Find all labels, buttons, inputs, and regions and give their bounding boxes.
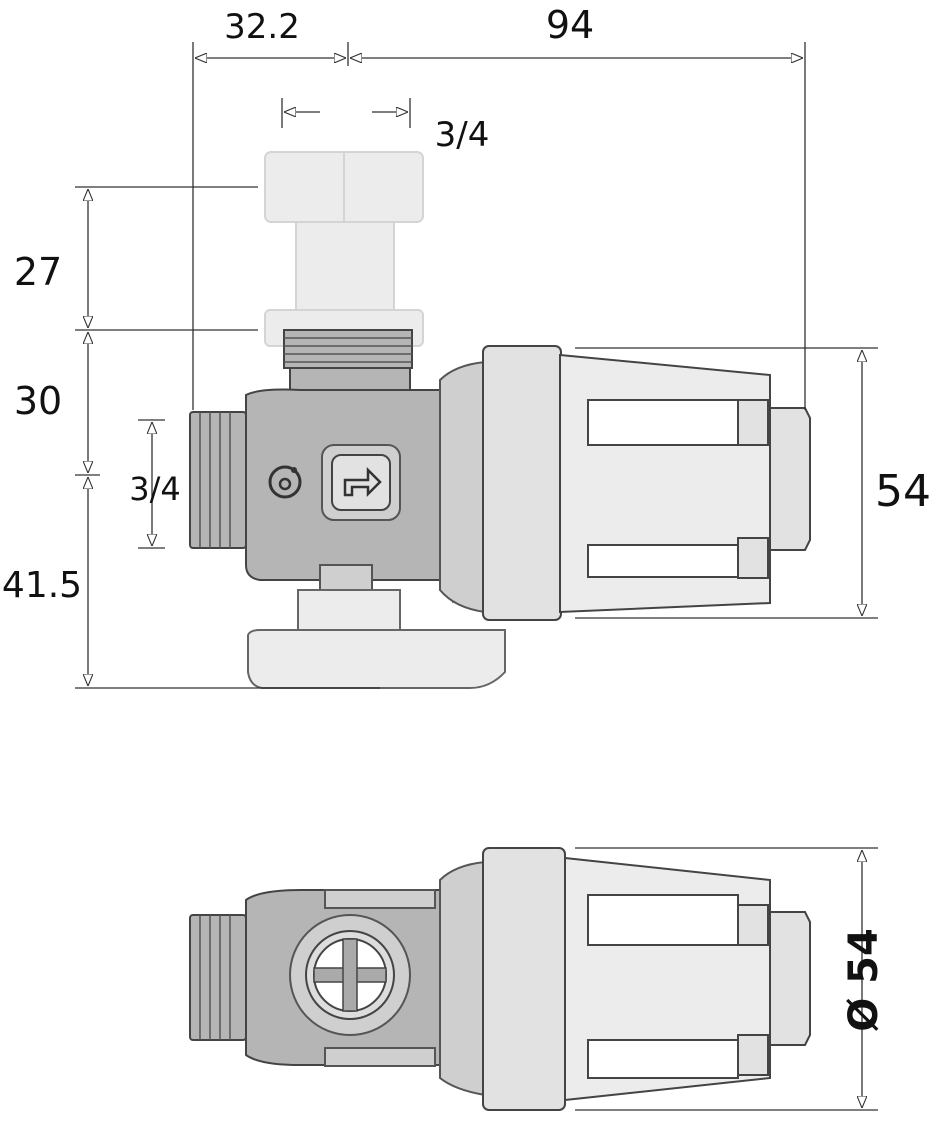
dim-top-connection: 3/4 bbox=[435, 115, 490, 155]
dim-height-middle: 30 bbox=[14, 379, 62, 423]
dim-bottom-diameter: Ø 54 bbox=[841, 928, 887, 1032]
dim-top-left-width: 32.2 bbox=[224, 7, 300, 47]
bottom-dimension-lines bbox=[575, 847, 878, 1111]
dim-side-connection: 3/4 bbox=[129, 470, 181, 508]
side-view-valve bbox=[189, 151, 811, 689]
dim-height-lower: 41.5 bbox=[2, 565, 82, 606]
dim-height-upper: 27 bbox=[14, 250, 62, 294]
dim-top-right-width: 94 bbox=[546, 3, 594, 47]
dim-body-height: 54 bbox=[875, 466, 931, 517]
bottom-view-valve bbox=[189, 847, 811, 1111]
dimension-lines bbox=[75, 42, 878, 689]
